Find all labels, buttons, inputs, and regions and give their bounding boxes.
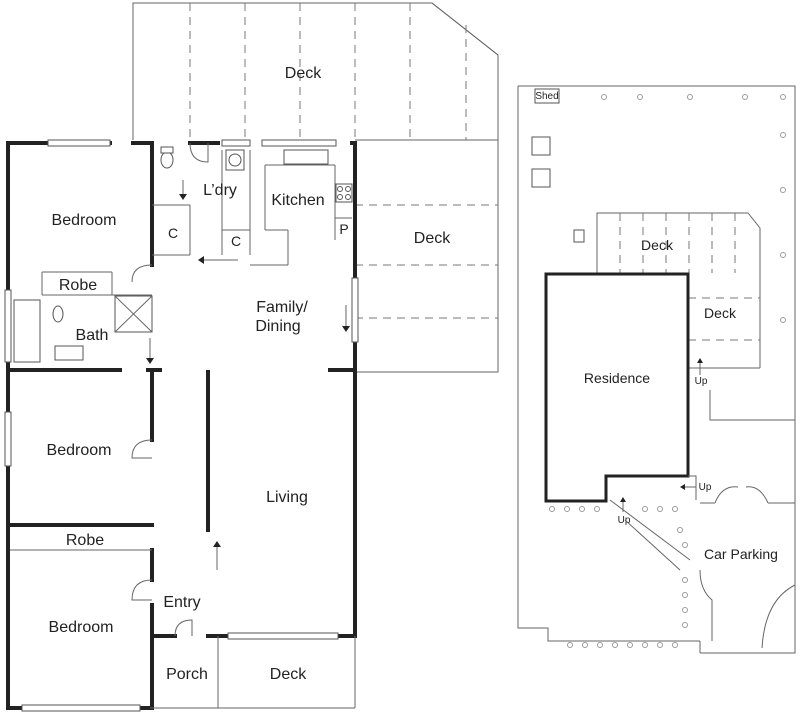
label-robe-1: Robe <box>59 277 97 294</box>
label-cupboard-2: C <box>231 233 241 249</box>
label-deck-front: Deck <box>270 666 307 683</box>
right-deck <box>355 139 499 373</box>
label-deck-right: Deck <box>414 230 451 247</box>
toilet-icon <box>160 151 174 169</box>
label-living: Living <box>266 489 308 506</box>
bath-toilet-icon <box>52 305 64 323</box>
label-pantry: P <box>339 221 348 237</box>
vanity-icon <box>54 345 84 361</box>
label-dining: Dining <box>255 318 300 335</box>
label-car-parking: Car Parking <box>704 546 778 562</box>
interior-walls <box>10 150 356 709</box>
shed-box <box>534 88 560 104</box>
label-up-1: Up <box>695 376 708 387</box>
label-residence: Residence <box>584 370 650 386</box>
fixtures <box>13 146 353 363</box>
label-bedroom-1: Bedroom <box>52 212 117 229</box>
label-shed: Shed <box>535 91 558 102</box>
direction-arrows <box>146 180 350 570</box>
label-kitchen: Kitchen <box>271 192 324 209</box>
label-bedroom-2: Bedroom <box>47 442 112 459</box>
label-bath: Bath <box>76 327 109 344</box>
doors <box>131 142 209 637</box>
label-cupboard-1: C <box>168 225 178 241</box>
main-floor-plan: Deck Deck Bedroom L’dry Kitchen C C P Ro… <box>4 2 499 712</box>
garden-plants <box>549 94 786 648</box>
label-site-deck-1: Deck <box>641 237 674 253</box>
label-family: Family/ <box>256 299 308 316</box>
label-deck-top: Deck <box>285 65 322 82</box>
windows <box>4 139 359 712</box>
label-bedroom-3: Bedroom <box>49 619 114 636</box>
label-laundry: L’dry <box>203 182 237 199</box>
label-up-3: Up <box>618 515 631 526</box>
label-entry: Entry <box>163 594 200 611</box>
label-up-2: Up <box>699 482 712 493</box>
room-labels: Deck Deck Bedroom L’dry Kitchen C C P Ro… <box>47 65 452 683</box>
label-robe-2: Robe <box>66 532 104 549</box>
label-site-deck-2: Deck <box>704 305 737 321</box>
sink-icon <box>283 149 329 165</box>
bathtub-icon <box>13 299 41 363</box>
label-porch: Porch <box>166 666 208 683</box>
rear-deck-top <box>132 2 499 140</box>
site-plan: Shed Deck Deck Residence Up Up Up <box>517 85 796 654</box>
